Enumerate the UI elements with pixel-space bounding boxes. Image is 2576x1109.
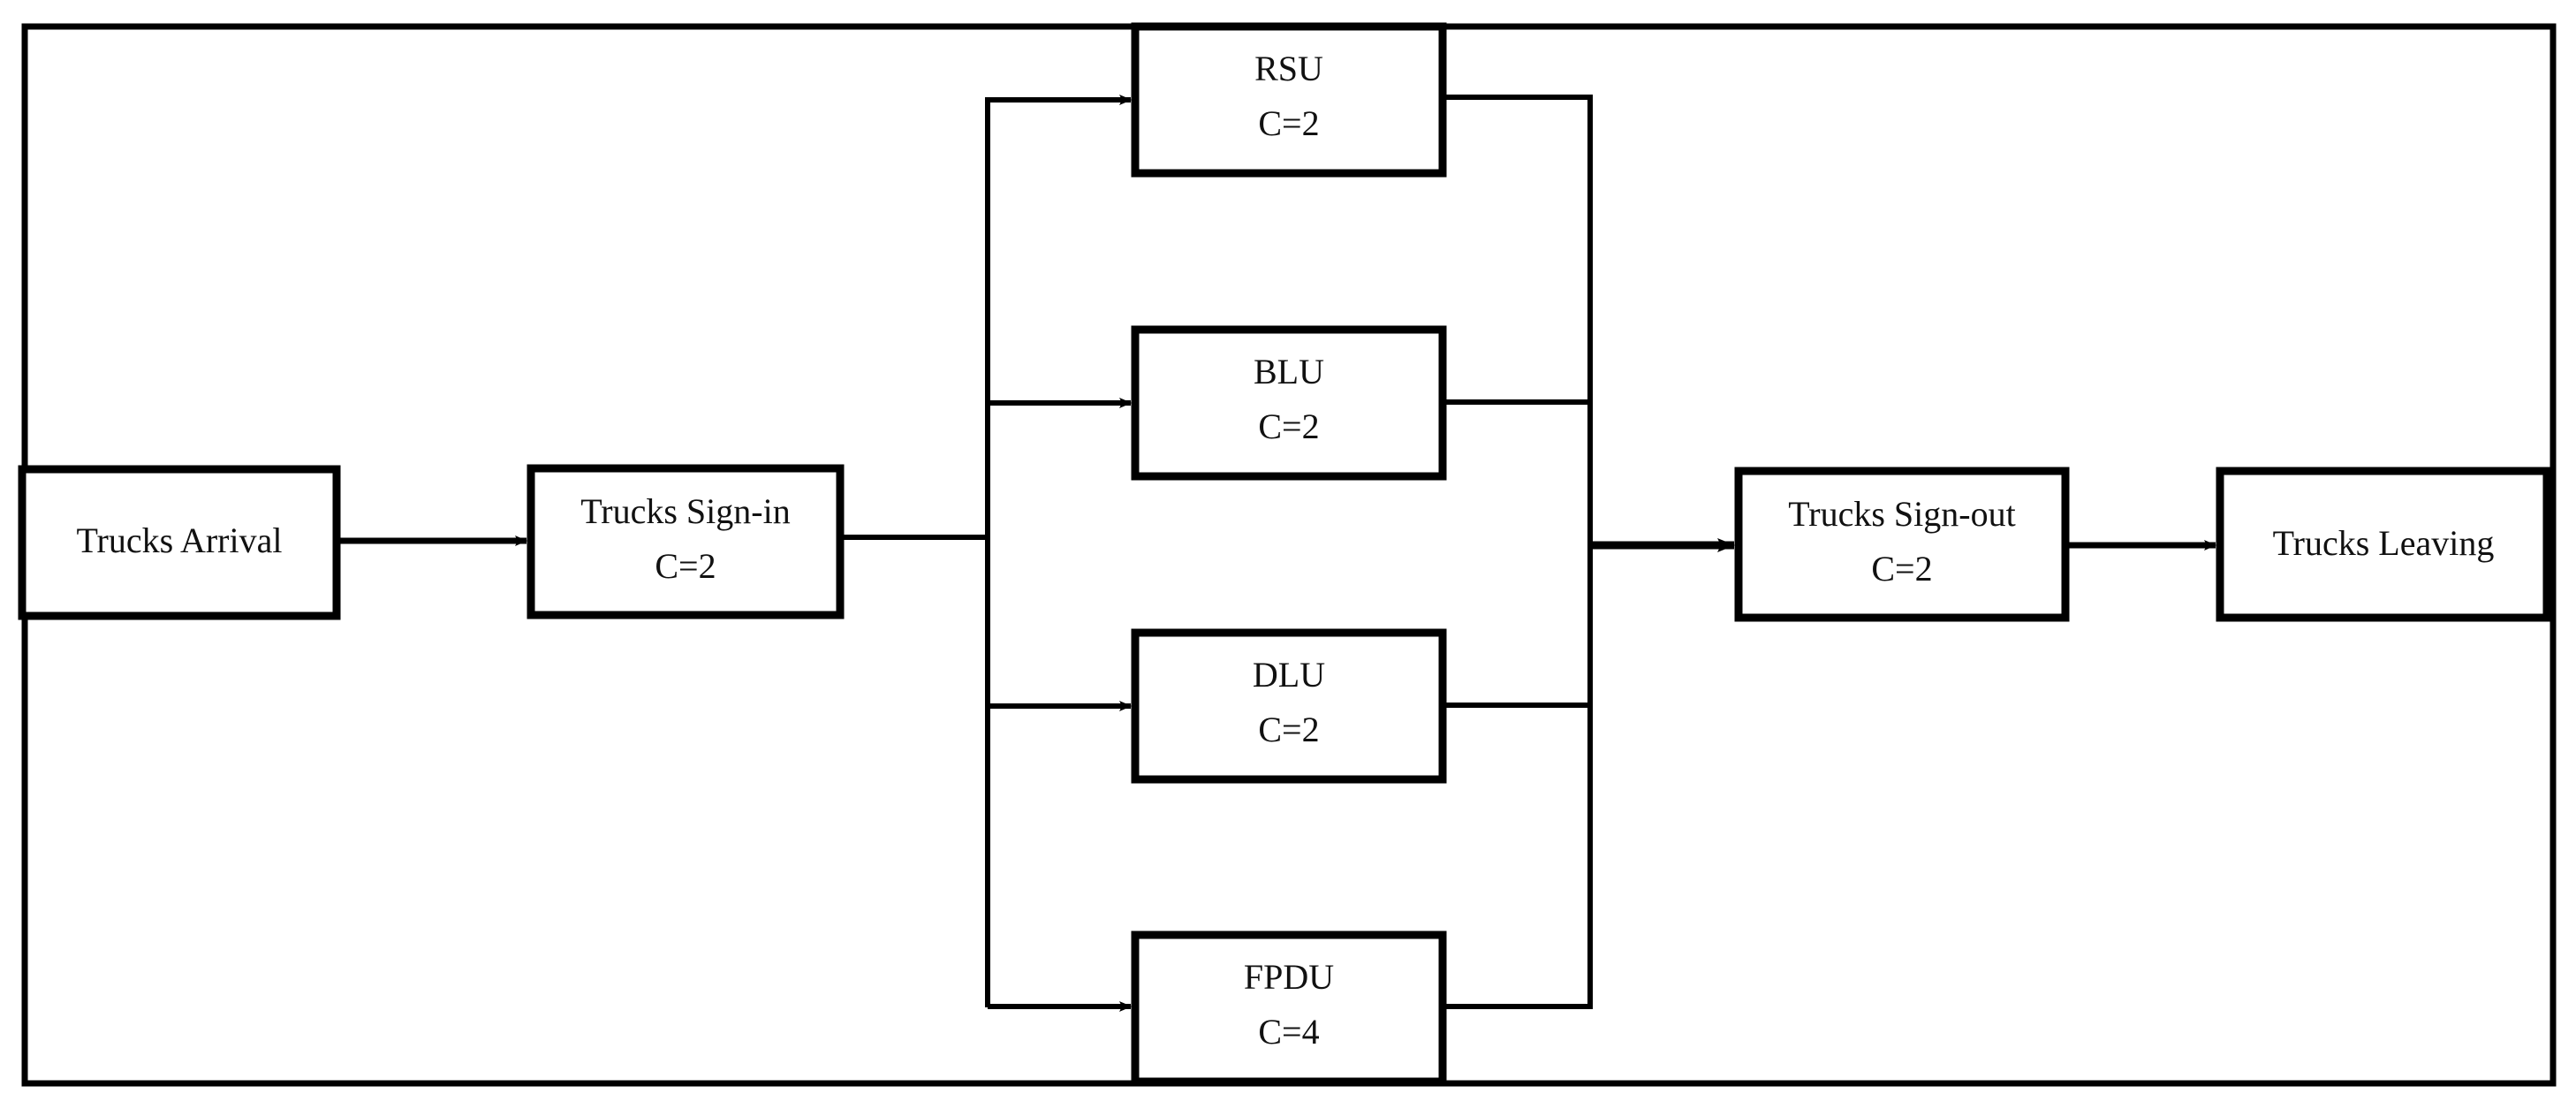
- node-trucks-sign-in-box: [527, 464, 845, 619]
- node-trucks-leaving[interactable]: Trucks Leaving: [2216, 467, 2551, 622]
- node-trucks-sign-out-line2: C=2: [1871, 549, 1932, 589]
- node-trucks-sign-out-line1: Trucks Sign-out: [1788, 494, 2015, 534]
- node-dlu[interactable]: DLU C=2: [1131, 628, 1447, 784]
- node-dlu-box: [1131, 628, 1447, 784]
- node-trucks-sign-out-box: [1734, 467, 2070, 622]
- node-fpdu[interactable]: FPDU C=4: [1131, 930, 1447, 1086]
- node-trucks-arrival[interactable]: Trucks Arrival: [18, 465, 341, 620]
- node-blu-box: [1131, 325, 1447, 481]
- node-trucks-sign-in[interactable]: Trucks Sign-in C=2: [527, 464, 845, 619]
- node-blu[interactable]: BLU C=2: [1131, 325, 1447, 481]
- node-fpdu-line2: C=4: [1258, 1012, 1319, 1052]
- node-dlu-line2: C=2: [1258, 710, 1319, 749]
- node-dlu-line1: DLU: [1253, 655, 1325, 695]
- node-rsu-line1: RSU: [1254, 49, 1323, 88]
- connection-layer: [337, 95, 2216, 1012]
- node-trucks-sign-in-line1: Trucks Sign-in: [580, 491, 790, 531]
- diagram-outer-frame: [21, 23, 2557, 1087]
- node-trucks-sign-out[interactable]: Trucks Sign-out C=2: [1734, 467, 2070, 622]
- node-rsu[interactable]: RSU C=2: [1131, 22, 1447, 178]
- node-trucks-leaving-box: [2216, 467, 2551, 622]
- node-trucks-arrival-line1: Trucks Arrival: [77, 520, 283, 560]
- node-trucks-arrival-box: [18, 465, 341, 620]
- node-fpdu-box: [1131, 930, 1447, 1086]
- node-blu-line1: BLU: [1254, 352, 1324, 391]
- node-trucks-sign-in-line2: C=2: [655, 546, 716, 586]
- node-trucks-leaving-line1: Trucks Leaving: [2273, 523, 2495, 563]
- node-blu-line2: C=2: [1258, 406, 1319, 446]
- node-fpdu-line1: FPDU: [1244, 957, 1334, 997]
- node-rsu-line2: C=2: [1258, 103, 1319, 143]
- node-rsu-box: [1131, 22, 1447, 178]
